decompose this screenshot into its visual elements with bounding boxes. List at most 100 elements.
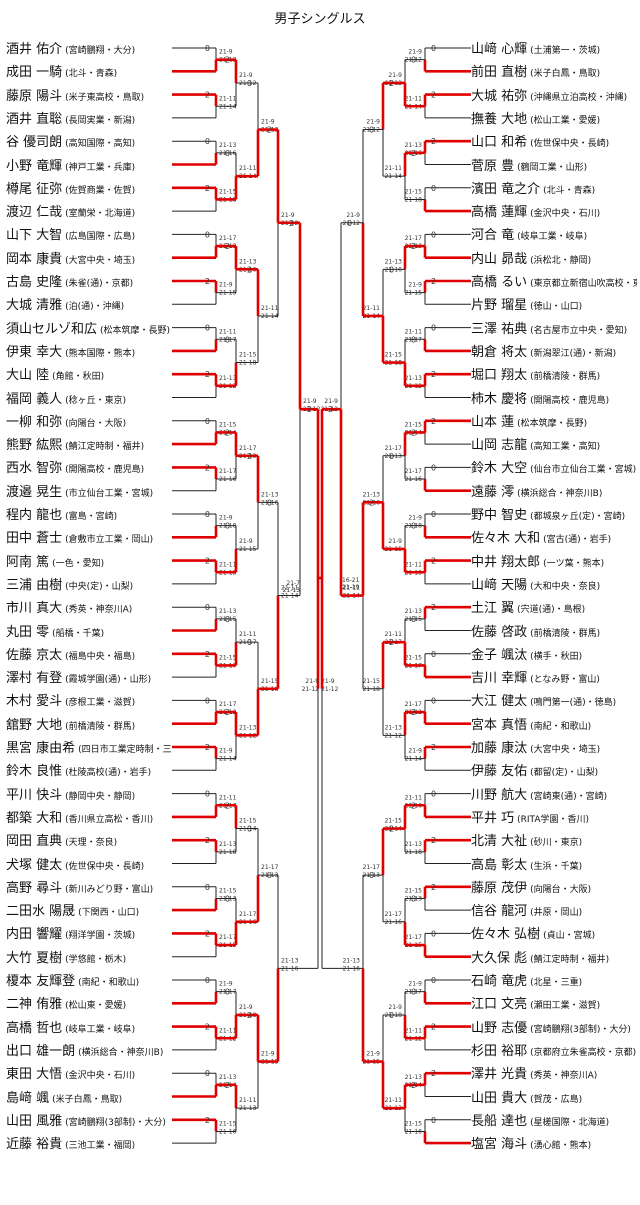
player-team: (松本筑摩・長野) [517,418,588,429]
player-name: 澤井 光貴 [471,1067,528,1083]
player-entry: 片野 瑠星(徳山・山口) [471,294,637,314]
score-label: 21-13 [219,1074,237,1081]
score-label: 0 [205,137,210,146]
score-label: 2 [411,242,416,251]
score-label: 21-13 [239,724,257,731]
player-entry: 塩宮 海斗(湧心館・熊本) [471,1133,637,1153]
score-label: 2 [328,405,333,414]
score-label: 21-13 [219,841,237,848]
score-label: 0 [247,825,252,834]
score-label: 21-11 [405,1027,423,1034]
player-entry: 信谷 龍河(井原・岡山) [471,900,637,920]
player-team: (宍道(通)・島根) [517,605,586,616]
player-entry: 佐藤 京太(福島中央・福島) [6,644,172,664]
player-name: 澤村 有登 [6,671,63,687]
player-entry: 大城 清雅(泊(通)・沖縄) [6,294,172,314]
player-entry: 高野 尋斗(新川みどり野・富山) [6,877,172,897]
score-label: 21-11 [219,328,237,335]
score-label: 21-9 [219,282,233,289]
player-entry: 伊藤 友佑(都留(定)・山梨) [471,760,637,780]
player-name: 中井 翔太郎 [471,554,541,570]
score-label: 21-15 [219,421,237,428]
player-team: (一ツ葉・熊本) [543,558,605,569]
score-label: 0 [225,615,230,624]
player-team: (市立仙台工業・宮城) [65,488,154,499]
score-label: 2 [267,126,272,135]
score-label: 0 [411,615,416,624]
player-name: 河合 竜 [471,228,515,244]
player-entry: 佐々木 弘樹(貞山・宮城) [471,923,637,943]
player-name: 程内 龍也 [6,508,63,523]
score-label: 21-9 [408,282,422,289]
player-name: 北清 大祉 [471,834,528,850]
player-team: (宮崎鵬翔(3部制)・大分) [65,1117,166,1128]
score-label: 0 [225,988,230,997]
player-entry: 三浦 由樹(中央(定)・山梨) [6,574,172,594]
score-label: 21-11 [261,305,279,312]
score-label: 0 [389,1011,394,1020]
score-label: 2 [431,370,436,379]
score-label: 21-17 [219,701,237,708]
player-team: (京都府立朱雀高校・京都) [530,1047,637,1058]
player-entry: 山﨑 天陽(大和中央・奈良) [471,574,637,594]
player-name: 福岡 義人 [6,391,63,407]
page-title: 男子シングルス [274,12,366,27]
score-label: 2 [411,801,416,810]
player-name: 一柳 和弥 [6,414,63,430]
player-entry: 黒宮 康由希(四日市工業定時制・三重) [6,737,172,757]
score-label: 2 [205,1116,210,1125]
score-label: 0 [205,603,210,612]
player-team: (横手・秋田) [530,651,583,662]
player-entry: 山本 蓮(松本筑摩・長野) [471,411,637,431]
player-name: 山下 大智 [6,228,63,244]
score-label: 2 [247,452,252,461]
score-label: 21-17 [239,445,257,452]
player-team: (生浜・千葉) [530,861,583,872]
player-team: (松山東・愛媛) [65,1001,127,1012]
player-entry: 大城 祐弥(沖縄県立泊高校・沖縄) [471,85,637,105]
player-team: (大和中央・奈良) [530,581,601,592]
score-label: 21-15 [219,1120,237,1127]
player-team: (名古屋市立中央・愛知) [530,325,628,336]
player-entry: 山﨑 心輝(土浦第一・茨城) [471,38,637,58]
player-name: 濱田 竜之介 [471,181,541,197]
score-label: 0 [205,883,210,892]
score-label: 21-15 [363,678,381,685]
score-label: 21-13 [343,957,361,964]
player-team: (岐阜工業・岐阜) [65,1024,136,1035]
score-label: 21-11 [219,561,237,568]
score-label: 0 [411,894,416,903]
player-entry: 柿木 慶将(開陽高校・鹿児島) [471,388,637,408]
player-team: (浜松北・静岡) [530,255,592,266]
player-entry: 西水 智弥(開陽高校・鹿児島) [6,457,172,477]
score-label: 21-11 [405,328,423,335]
player-entry: 大江 健太(鳴門第一(通)・徳島) [471,690,637,710]
player-entry: 一柳 和弥(向陽台・大阪) [6,411,172,431]
player-team: (佐世保中央・長崎) [65,861,145,872]
player-team: (一色・愛知) [52,558,105,569]
score-label: 21-17 [239,911,257,918]
player-name: 信谷 龍河 [471,904,528,920]
score-label: 0 [431,463,436,472]
player-team: (富島・宮崎) [65,512,118,522]
player-entry: 内山 昴哉(浜松北・静岡) [471,248,637,268]
player-name: 片野 瑠星 [471,298,528,314]
player-name: 岡本 康貴 [6,251,63,267]
score-label: 21-13 [219,142,237,149]
player-entry: 島﨑 颯(米子白鳳・鳥取) [6,1087,172,1107]
score-label: 21-15 [405,654,423,661]
player-entry: 谷 優司朗(高知国際・高知) [6,131,172,151]
player-name: 山﨑 天陽 [471,577,528,593]
player-team: (瀬田工業・滋賀) [530,1001,601,1012]
player-entry: 加藤 康汰(大宮中央・埼玉) [471,737,637,757]
score-label: 21-9 [366,119,380,126]
score-label: 21-9 [388,1004,402,1011]
player-entry: 高橋 るい(東京都立新宿山吹高校・東京) [471,271,637,291]
player-entry: 熊野 紘熙(鯖江定時制・福井) [6,434,172,454]
score-label: 21-9 [388,72,402,79]
score-label: 2 [247,1011,252,1020]
player-entry: 藤原 陽斗(米子東高校・鳥取) [6,85,172,105]
player-team: (天理・奈良) [65,838,118,849]
player-name: 高橋 るい [471,275,528,290]
score-label: 0 [205,510,210,519]
